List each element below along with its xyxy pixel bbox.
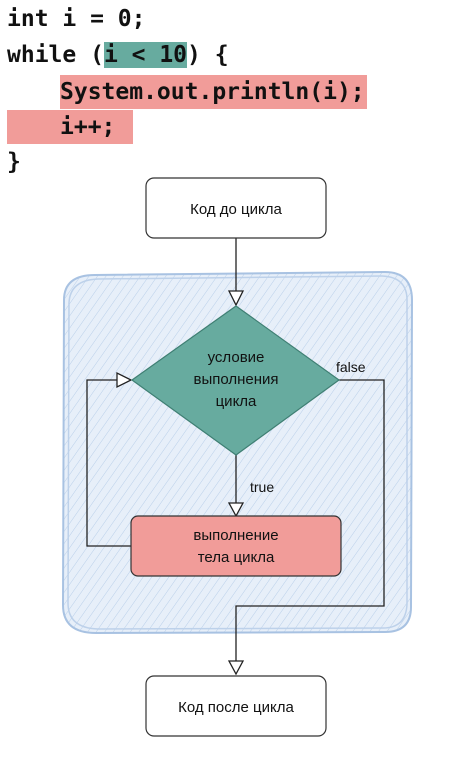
code-line-increment: i++; — [7, 110, 133, 144]
arrowhead-loop-back — [116, 371, 133, 389]
code-while-open-brace: ) { — [187, 42, 229, 68]
arrow-condition-false-to-end — [235, 379, 385, 662]
condition-label-line-1: условие — [208, 349, 265, 366]
arrow-body-back-to-condition — [86, 379, 131, 547]
body-label-line-2: тела цикла — [198, 549, 275, 566]
arrowhead-into-condition — [227, 290, 245, 307]
false-edge-label: false — [336, 359, 366, 375]
code-line-init: int i = 0; — [7, 6, 146, 32]
body-label-line-1: выполнение — [193, 527, 278, 544]
arrowhead-into-end — [227, 660, 245, 676]
start-node: Код до цикла — [145, 177, 327, 239]
condition-label-line-2: выполнения — [193, 371, 278, 388]
code-loop-condition: i < 10 — [103, 42, 188, 68]
arrowheads — [116, 290, 245, 676]
code-line-print: System.out.println(i); — [60, 75, 367, 109]
code-increment-text: i++; — [60, 114, 116, 140]
connectors — [86, 238, 385, 662]
end-node: Код после цикла — [145, 675, 327, 737]
code-line-close: } — [7, 149, 21, 175]
start-node-label: Код до цикла — [190, 201, 282, 218]
condition-node: условие выполнения цикла — [130, 305, 341, 456]
condition-label-line-3: цикла — [216, 393, 257, 410]
arrowhead-into-body — [227, 502, 245, 518]
code-line-while: while (i < 10) { — [7, 38, 229, 72]
end-node-label: Код после цикла — [178, 699, 294, 716]
code-while-keyword: while ( — [7, 42, 104, 68]
true-edge-label: true — [250, 479, 274, 495]
body-node: выполнение тела цикла — [130, 515, 342, 577]
